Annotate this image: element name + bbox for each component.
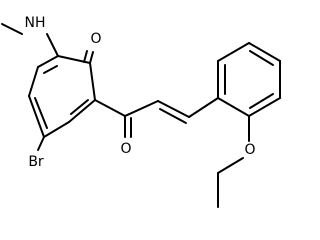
bond-c1-o [89,51,94,64]
bond-c7-c6 [68,99,96,123]
bond-ar2-ar3 [217,42,250,62]
atom-label-ether-o: O [244,142,255,158]
bond-n-c2 [46,33,59,57]
bond-ar5-ar6-double [249,93,274,109]
bond-o-ch2 [217,157,244,174]
bond-ar3-ar4 [248,42,281,62]
bond-c7-cco [94,99,126,117]
bond-methyl-n [1,23,23,35]
bond-ar6-ar1 [217,97,250,117]
bond-calpha-cbeta [157,100,190,118]
bond-c4-c5-double [34,97,48,129]
atom-label-nh: NH [25,15,46,31]
bond-c5-c4 [28,95,45,138]
bond-c2-c3-double [43,65,58,74]
chemical-structure: NH O O Br O [1,15,281,208]
atom-label-br: Br [28,154,44,170]
bond-cbeta-aryl [188,97,219,118]
atom-label-ketone-o: O [90,31,101,47]
bond-ar3-ar4-double [249,50,274,66]
atom-label-enone-o: O [120,141,131,157]
bond-c6-c7-double [70,99,89,115]
bond-calpha-cbeta-double [159,108,187,124]
bond-c1-c7 [89,62,96,101]
bond-c6-c5 [43,121,70,138]
bond-c3-c2 [37,55,59,68]
bond-ar5-ar6 [248,97,281,117]
bond-c4-c3 [28,66,39,97]
bond-c5-br [37,136,45,151]
bond-cco-calpha [124,100,159,117]
bond-c1-o-double [83,50,88,63]
